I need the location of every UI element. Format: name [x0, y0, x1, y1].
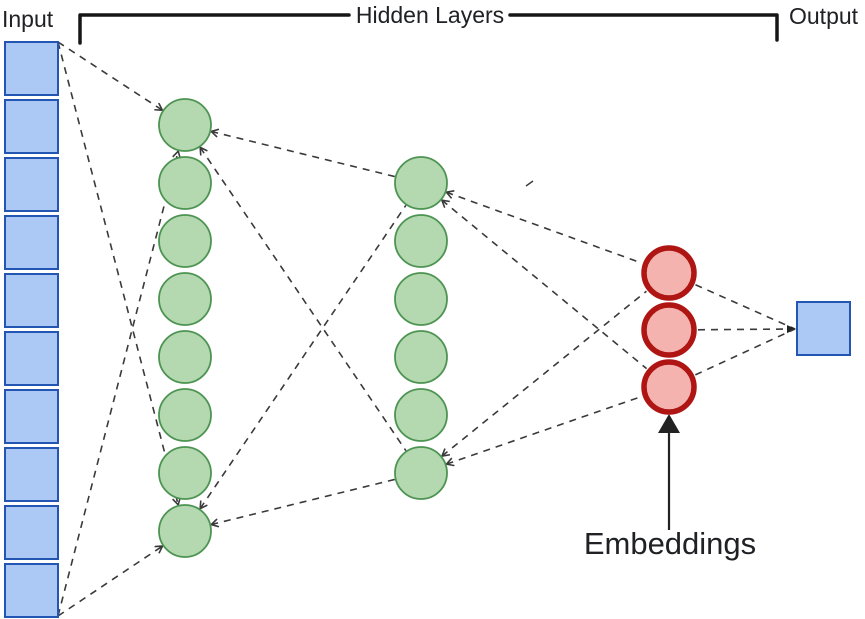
hidden2-node: [394, 156, 448, 210]
connection-line: [57, 546, 163, 617]
input-label: Input: [2, 6, 54, 32]
input-node: [4, 447, 59, 502]
connection-line: [695, 328, 796, 376]
connection-line: [697, 325, 796, 334]
input-node: [4, 41, 59, 96]
hidden2-node: [394, 330, 448, 384]
connection-line: [442, 290, 647, 456]
output-label: Output: [789, 3, 859, 29]
connection-line: [200, 147, 407, 452]
embeddings-pointer-arrow: [658, 414, 680, 433]
hidden1-node: [158, 214, 212, 268]
connection-line: [57, 41, 162, 110]
hidden1-node: [158, 388, 212, 442]
hidden2-node: [394, 446, 448, 500]
hidden2-node: [394, 214, 448, 268]
connection-line: [695, 284, 796, 330]
hidden1-node: [158, 446, 212, 500]
connection-line: [211, 478, 395, 524]
input-node: [4, 215, 59, 270]
input-node: [4, 505, 59, 560]
input-node: [4, 273, 59, 328]
embedding-node: [641, 302, 697, 358]
connection-line: [57, 151, 178, 617]
embedding-node: [641, 359, 697, 415]
embeddings-label: Embeddings: [583, 526, 757, 561]
hidden-layers-bracket: [78, 13, 779, 45]
connection-line: [57, 41, 178, 505]
hidden1-node: [158, 330, 212, 384]
hidden2-node: [394, 272, 448, 326]
input-node: [4, 99, 59, 154]
input-node: [4, 157, 59, 212]
stray-mark: [525, 180, 534, 187]
connection-line: [200, 204, 407, 508]
connection-line: [447, 395, 642, 465]
hidden1-node: [158, 98, 212, 152]
input-node: [4, 331, 59, 386]
hidden1-node: [158, 156, 212, 210]
output-node: [796, 301, 851, 356]
hidden1-node: [158, 504, 212, 558]
hidden2-node: [394, 388, 448, 442]
input-node: [4, 563, 59, 618]
connection-line: [211, 131, 395, 178]
hidden-layers-label: Hidden Layers: [355, 2, 505, 28]
input-node: [4, 389, 59, 444]
embedding-node: [641, 245, 697, 301]
connection-line: [442, 200, 648, 370]
connection-line: [446, 192, 643, 264]
hidden1-node: [158, 272, 212, 326]
